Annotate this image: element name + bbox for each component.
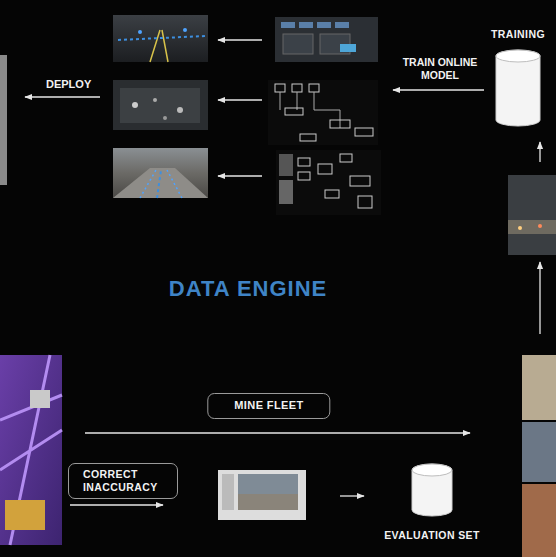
database-cylinder	[495, 49, 541, 127]
network-diagram	[268, 80, 378, 145]
step-box: CORRECT INACCURACY	[68, 463, 178, 499]
photo	[508, 175, 556, 255]
cylinder-body	[412, 464, 452, 516]
camera-view	[113, 15, 208, 62]
step-text: MINE FLEET	[234, 399, 303, 413]
camera-view	[113, 80, 208, 130]
database-label: EVALUATION SET	[384, 529, 480, 542]
photo-stack	[522, 355, 556, 557]
lane-image	[0, 355, 62, 545]
cylinder-body	[496, 50, 540, 126]
diagram-title: DATA ENGINE	[169, 276, 327, 302]
network-diagram	[276, 150, 381, 215]
network-diagram	[275, 17, 378, 62]
flow-arrows	[25, 40, 540, 505]
step-label: TRAIN ONLINE MODEL	[392, 56, 488, 82]
cylinder-top	[412, 464, 452, 476]
database-cylinder	[411, 463, 453, 517]
database-node: TRAINING	[482, 28, 554, 127]
step-label: DEPLOY	[46, 78, 106, 92]
step-text: CORRECT INACCURACY	[83, 468, 163, 494]
step-box: MINE FLEET	[207, 393, 330, 419]
cylinder-top	[496, 50, 540, 62]
camera-view	[113, 148, 208, 198]
photo-strip	[0, 55, 7, 185]
screenshot	[218, 470, 306, 520]
database-node: EVALUATION SET	[376, 463, 488, 542]
database-label: TRAINING	[491, 28, 545, 41]
